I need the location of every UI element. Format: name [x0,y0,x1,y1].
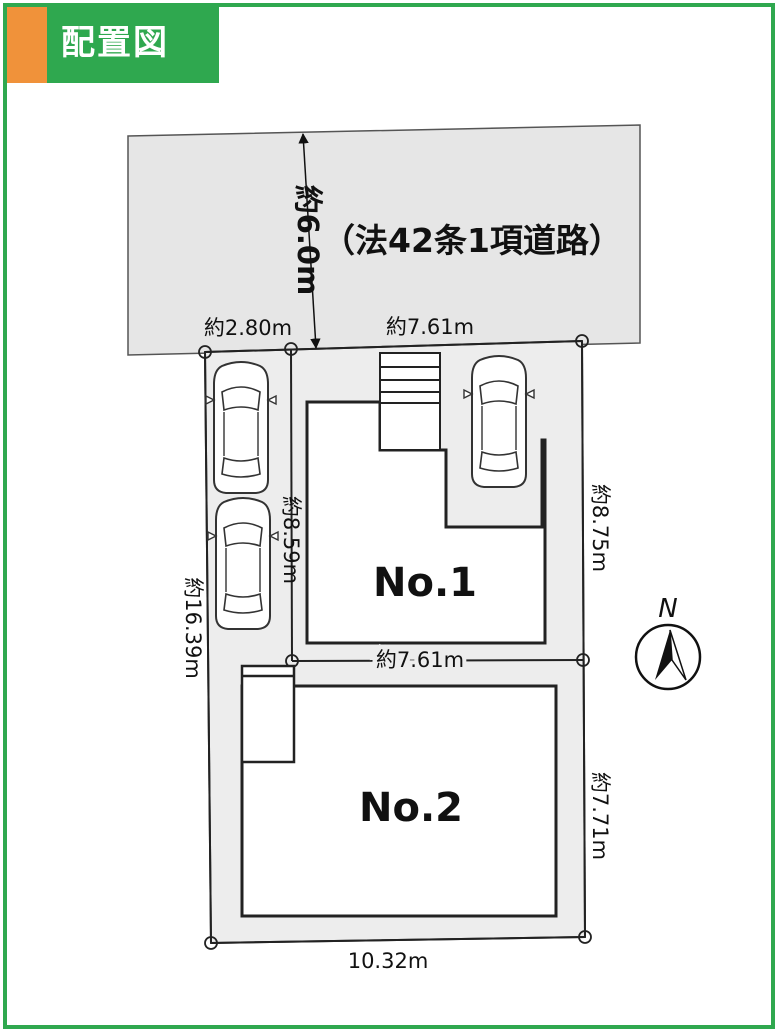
dim-right-upper: 約8.75m [588,484,612,572]
dim-middle: 約7.61m [376,648,464,672]
page-title: 配置図 [61,23,169,63]
dim-top-right: 約7.61m [386,315,474,339]
road-label: （法42条1項道路） [322,221,622,260]
road-area [127,124,641,356]
dim-right-lower: 約7.71m [588,772,612,860]
compass-label: N [658,594,677,624]
lot-no1-label: No.1 [373,560,477,606]
survey-points [198,334,592,950]
car-parking-3 [463,355,535,488]
car-parking-2 [207,497,279,630]
road-width-label: 約6.0m [291,185,325,296]
entrance-steps [379,352,441,451]
dim-inner-left: 約8.59m [279,496,303,584]
lot-no2-label: No.2 [359,785,463,831]
road-width-arrow [298,132,321,350]
no2-annex [240,664,296,764]
page-frame [3,3,775,1029]
dim-left: 約16.39m [181,577,205,679]
header-tab: 配置図 [7,7,219,83]
header-accent [7,7,47,83]
dim-bottom: 10.32m [348,949,429,973]
dim-top-left: 約2.80m [204,316,292,340]
car-parking-1 [205,361,277,494]
north-compass-icon: N [634,594,702,691]
